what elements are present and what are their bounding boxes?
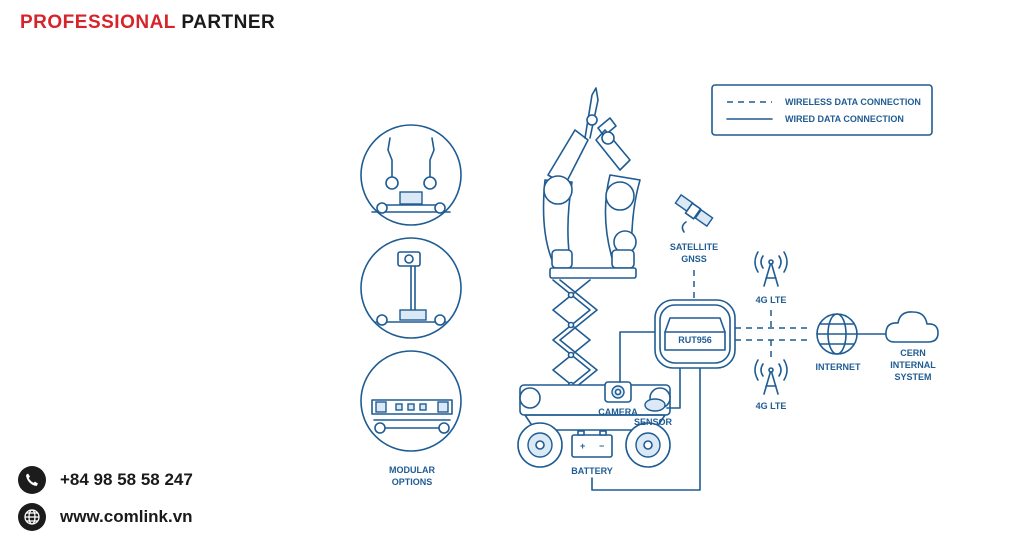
title-professional: PROFESSIONAL: [20, 12, 176, 33]
router-rut956: [654, 299, 736, 369]
cern-label-2: INTERNAL: [890, 360, 936, 370]
sensor-module: [644, 398, 666, 412]
phone-icon: [18, 466, 46, 494]
lte-tower-top-icon: [754, 251, 788, 287]
legend: WIRELESS DATA CONNECTION WIRED DATA CONN…: [711, 84, 933, 136]
lte-tower-bottom-icon: [754, 359, 788, 395]
router-label: RUT956: [678, 335, 712, 345]
robot-arms: [542, 87, 641, 269]
website-url: www.comlink.vn: [60, 507, 193, 526]
phone-contact[interactable]: +84 98 58 58 247: [18, 466, 193, 494]
globe-icon: [18, 503, 46, 531]
satellite-icon: [674, 193, 714, 233]
lte-top-label: 4G LTE: [756, 295, 787, 305]
lte-bottom-label: 4G LTE: [756, 401, 787, 411]
camera-label: CAMERA: [598, 407, 638, 417]
svg-text:+: +: [580, 441, 585, 451]
internet-globe-icon: [816, 313, 858, 355]
wired-connections: [591, 331, 701, 491]
cern-label-1: CERN: [900, 348, 926, 358]
satellite-label-1: SATELLITE: [670, 242, 718, 252]
title-partner: PARTNER: [181, 12, 276, 33]
modular-label-2: OPTIONS: [392, 477, 433, 487]
battery: + −: [571, 430, 613, 458]
page-title: PROFESSIONAL PARTNER: [20, 12, 275, 34]
website-contact[interactable]: www.comlink.vn: [18, 503, 193, 531]
robot-scissor-lift: [549, 267, 637, 401]
phone-number: +84 98 58 58 247: [60, 470, 193, 489]
svg-text:−: −: [599, 441, 604, 451]
wireless-connections: [693, 270, 812, 358]
modular-option-platform: [360, 350, 462, 452]
internet-label: INTERNET: [816, 362, 862, 372]
camera-module: [604, 381, 632, 403]
sensor-label: SENSOR: [634, 417, 673, 427]
modular-option-gripper: [360, 124, 462, 226]
cern-label-3: SYSTEM: [894, 372, 931, 382]
legend-wireless-label: WIRELESS DATA CONNECTION: [785, 97, 921, 107]
cern-cloud-icon: [885, 311, 939, 343]
legend-wired-label: WIRED DATA CONNECTION: [785, 114, 904, 124]
modular-label-1: MODULAR: [389, 465, 435, 475]
modular-option-camera-mast: [360, 237, 462, 339]
robot-base: [517, 384, 671, 468]
battery-label: BATTERY: [571, 466, 613, 476]
satellite-label-2: GNSS: [681, 254, 707, 264]
